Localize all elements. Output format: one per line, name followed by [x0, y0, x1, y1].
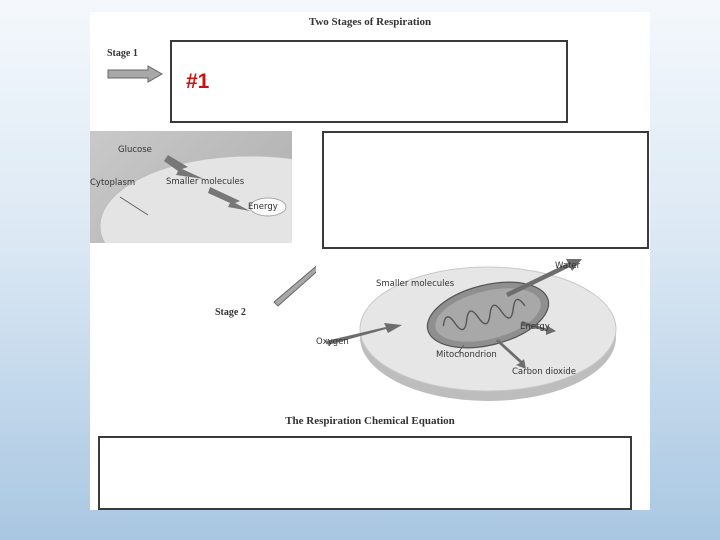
equation-title: The Respiration Chemical Equation [285, 415, 455, 427]
worksheet-page: Two Stages of Respiration Stage 1 #1 Glu… [90, 12, 650, 510]
answer-box-1[interactable] [170, 40, 568, 123]
stage1-cytoplasm-illustration: Glucose Cytoplasm Smaller molecules Ener… [90, 131, 292, 243]
cytoplasm-label: Cytoplasm [90, 178, 136, 188]
equation-answer-box[interactable] [98, 436, 632, 510]
stage2-label: Stage 2 [215, 307, 246, 318]
energy-label: Energy [248, 202, 278, 212]
oxygen-label: Oxygen [316, 337, 349, 347]
carbon-dioxide-label: Carbon dioxide [512, 367, 577, 377]
water-label: Water [555, 261, 581, 271]
answer-number: #1 [186, 70, 210, 93]
stage1-label: Stage 1 [107, 48, 138, 59]
diagram-title: Two Stages of Respiration [308, 16, 432, 28]
smaller-molecules-label: Smaller molecules [166, 177, 245, 187]
stage2-energy-label: Energy [520, 322, 550, 332]
stage2-smaller-molecules-label: Smaller molecules [376, 279, 455, 289]
answer-box-2[interactable] [322, 131, 649, 249]
stage1-arrow [107, 65, 164, 83]
glucose-label: Glucose [118, 145, 152, 155]
stage2-mitochondrion-illustration: Water Smaller molecules Energy Oxygen Mi… [316, 249, 622, 407]
mitochondrion-label: Mitochondrion [436, 350, 497, 360]
